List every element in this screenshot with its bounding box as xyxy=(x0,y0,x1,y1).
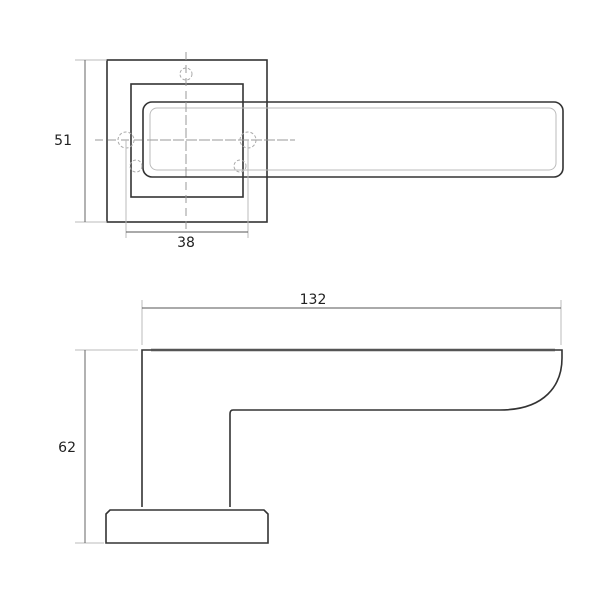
dim-label-length: 132 xyxy=(300,292,327,308)
lever-profile xyxy=(141,349,563,507)
screw-hole-top xyxy=(179,67,193,81)
screw-hole-lower-left xyxy=(129,159,143,173)
dim-label-hole-spacing: 38 xyxy=(177,235,195,251)
rose-base-profile xyxy=(105,509,269,544)
screw-hole-lower-right xyxy=(233,159,247,173)
side-view: 132 62 xyxy=(58,292,563,544)
dim-label-height: 51 xyxy=(54,133,72,149)
lever-outline xyxy=(142,101,564,178)
dim-label-side-height: 62 xyxy=(58,440,76,456)
top-view: 51 38 xyxy=(54,52,564,251)
rose-outer xyxy=(106,59,268,223)
lever-inner-edge xyxy=(149,107,557,171)
